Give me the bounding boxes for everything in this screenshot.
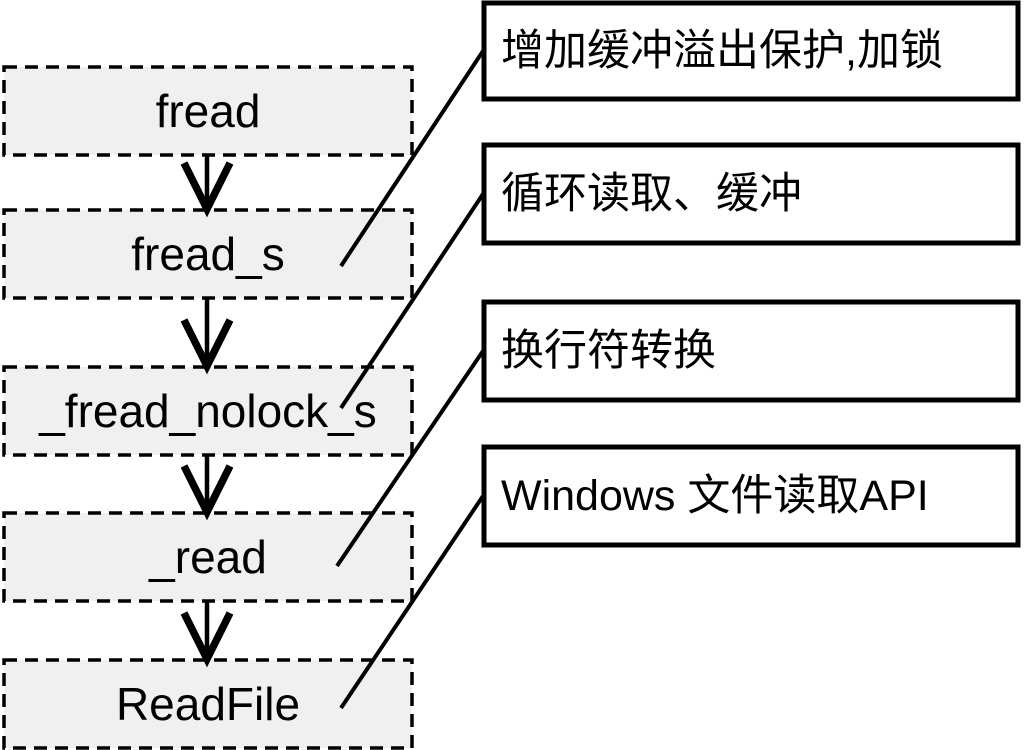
annotation-label-4: Windows 文件读取API bbox=[501, 471, 929, 520]
arrow-head-icon bbox=[180, 161, 234, 218]
arrow-head-icon bbox=[180, 464, 234, 521]
flow-arrow-2 bbox=[180, 299, 234, 375]
connector-line-fread-nolock-s bbox=[339, 192, 485, 410]
annotation-label-1: 增加缓冲溢出保护,加锁 bbox=[501, 26, 943, 75]
flow-arrow-3 bbox=[180, 456, 234, 521]
node-box-fread bbox=[2, 65, 414, 157]
flow-arrow-1 bbox=[180, 156, 234, 218]
node-box-fread-s bbox=[2, 208, 414, 300]
annotation-label-3: 换行符转换 bbox=[501, 326, 716, 375]
annotation-boxes bbox=[481, 0, 1021, 548]
annotation-box-4 bbox=[481, 444, 1021, 548]
node-label-read: _read bbox=[149, 531, 267, 583]
node-label-fread-s: fread_s bbox=[131, 228, 285, 280]
connector-line-fread-s bbox=[339, 49, 485, 268]
connector-line-readfile bbox=[339, 494, 485, 710]
flow-arrow-4 bbox=[180, 602, 234, 668]
node-label-fread: fread bbox=[155, 85, 261, 137]
annotation-label-2: 循环读取、缓冲 bbox=[501, 169, 802, 218]
connector-line-read bbox=[335, 349, 485, 568]
arrow-head-icon bbox=[180, 611, 234, 668]
node-box-fread-nolock-s bbox=[2, 365, 414, 457]
node-label-readfile: ReadFile bbox=[115, 678, 301, 730]
connector-lines bbox=[335, 49, 485, 710]
node-label-fread-nolock-s: _fread_nolock_s bbox=[39, 385, 377, 437]
call-chain-node-boxes bbox=[2, 65, 414, 750]
annotation-box-1 bbox=[481, 0, 1021, 102]
arrow-head-icon bbox=[180, 318, 234, 375]
annotation-box-2 bbox=[481, 142, 1021, 246]
annotation-box-3 bbox=[481, 299, 1021, 403]
